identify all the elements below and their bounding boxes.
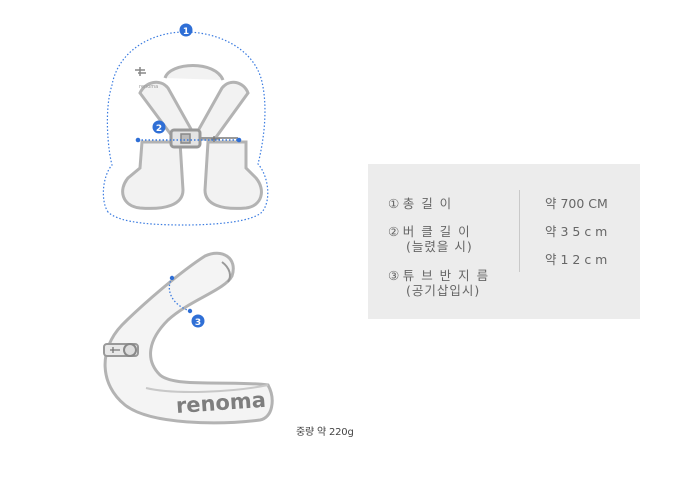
callout-1-marker (179, 23, 193, 37)
buckle-length-end-right (236, 137, 242, 143)
vest-strap-logo (211, 136, 220, 142)
spec-name-3: 튜 브 반 지 름 (402, 268, 490, 283)
tube-valve (123, 343, 137, 357)
vest-buckle-inner (180, 133, 191, 144)
vest-drawing (121, 64, 263, 210)
callout-2-marker (152, 120, 166, 134)
spec-number-1: ① (388, 196, 401, 211)
vest-logo-text: renoma (139, 84, 158, 90)
vest-logo-mark (135, 67, 146, 76)
total-length-outline (102, 31, 269, 226)
vest-neck-ring (163, 64, 225, 81)
spec-number-2: ② (388, 224, 401, 239)
tube-front-band (145, 384, 269, 393)
vest-left-lower (121, 140, 185, 210)
callout-3-number: 3 (195, 318, 201, 328)
tube-radius-end-top (169, 275, 175, 281)
spec-sub-2: (늘렸을 시) (406, 239, 473, 254)
spec-name-2: 버 클 길 이 (402, 224, 472, 239)
tube-body (103, 251, 274, 425)
spec-name-1: 총 길 이 (402, 196, 453, 211)
tube-end-ring (221, 261, 231, 283)
tube-valve-logo (110, 347, 120, 353)
vest-right-lower (203, 140, 263, 210)
vest-right-strap (191, 80, 250, 142)
tube-radius-arc (168, 277, 191, 312)
tube-radius-end-bottom (187, 308, 193, 314)
spec-number-3: ③ (388, 268, 401, 283)
callout-3-marker (191, 314, 205, 328)
weight-text: 중량 약 220g (296, 427, 354, 438)
callout-1-number: 1 (183, 27, 189, 37)
tube-drawing (103, 251, 274, 425)
spec-divider (519, 190, 520, 272)
spec-value-buckle-length: 약 3 5 c m (545, 224, 608, 239)
callout-2-number: 2 (156, 124, 162, 134)
spec-value-total-length: 약 700 CM (545, 196, 608, 211)
buckle-length-end-left (135, 137, 141, 143)
spec-value-tube-radius: 약 1 2 c m (545, 252, 608, 267)
spec-sub-3: (공기삽입시) (406, 283, 481, 298)
